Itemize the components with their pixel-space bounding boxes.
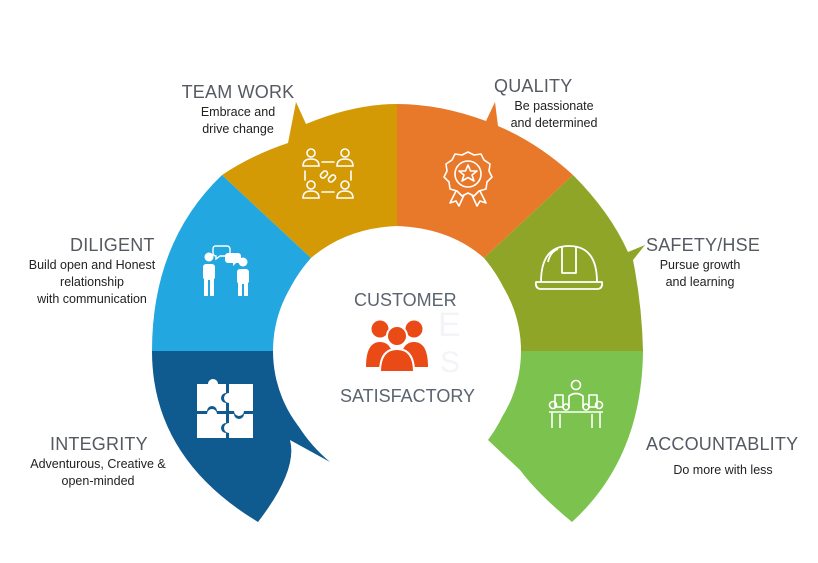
center-title-top: CUSTOMER (354, 290, 457, 310)
people-group-icon (366, 320, 428, 373)
watermark: E (438, 306, 461, 344)
accountability-desc-line: Do more with less (673, 463, 773, 478)
integrity-title: INTEGRITY (50, 434, 148, 454)
safety-title: SAFETY/HSE (646, 235, 761, 255)
team-network-icon (302, 148, 354, 199)
quality-desc-line: Be passionate (514, 99, 594, 114)
segment-teamwork (222, 102, 397, 258)
label-integrity: INTEGRITY Adventurous, Creative & open-m… (20, 432, 176, 490)
diligent-desc-line: relationship (60, 275, 124, 290)
segment-accountability (488, 351, 643, 522)
segment-quality (397, 102, 573, 258)
label-diligent: DILIGENT Build open and Honest relations… (12, 233, 172, 308)
teamwork-desc-line: drive change (202, 122, 274, 137)
diligent-desc-line: Build open and Honest (28, 258, 156, 273)
meeting-icon (548, 379, 604, 428)
accountability-title: ACCOUNTABLITY (646, 434, 799, 454)
safety-desc-line: and learning (665, 275, 735, 290)
diligent-title: DILIGENT (70, 235, 155, 255)
segment-safety (484, 175, 645, 351)
safety-desc-line: Pursue growth (659, 258, 741, 273)
label-accountability: ACCOUNTABLITY Do more with less (646, 432, 800, 479)
watermark: S (440, 346, 460, 379)
label-quality: QUALITY Be passionate and determined (488, 74, 620, 132)
integrity-desc-line: Adventurous, Creative & (30, 457, 166, 472)
diligent-desc-line: with communication (37, 292, 147, 307)
label-safety: SAFETY/HSE Pursue growth and learning (640, 233, 760, 291)
integrity-desc-line: open-minded (61, 474, 135, 489)
teamwork-desc-line: Embrace and (200, 105, 276, 120)
teamwork-title: TEAM WORK (181, 82, 295, 102)
puzzle-icon (197, 379, 253, 438)
hard-hat-icon (534, 245, 604, 290)
award-badge-icon (443, 151, 493, 207)
quality-desc-line: and determined (510, 116, 598, 131)
center-title-bottom: SATISFACTORY (340, 386, 476, 406)
quality-title: QUALITY (494, 76, 573, 96)
conversation-icon (203, 245, 249, 296)
label-teamwork: TEAM WORK Embrace and drive change (176, 80, 300, 138)
